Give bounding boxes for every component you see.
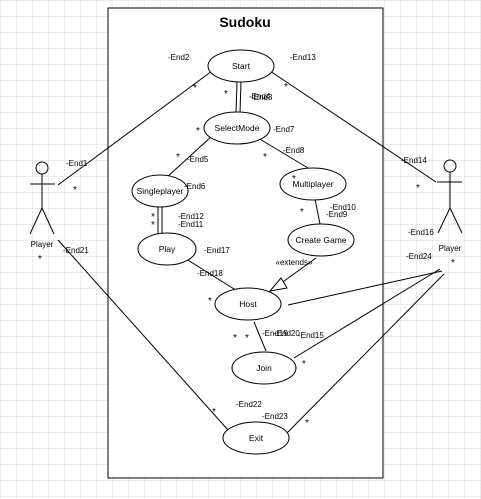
actor-label-left: Player	[31, 240, 54, 249]
actor-head	[443, 159, 457, 173]
end-label: -End3	[251, 93, 273, 102]
end-label: -End1	[66, 159, 88, 168]
multiplicity: *	[212, 407, 216, 418]
multiplicity: *	[193, 83, 197, 94]
actor-player-right[interactable]	[437, 159, 463, 234]
end-label: -End22	[236, 400, 262, 409]
use-case-host[interactable]: Host	[214, 287, 282, 321]
multiplicity: *	[208, 296, 212, 307]
line-start-selectmode-a	[235, 81, 238, 114]
end-label: -End7	[273, 125, 295, 134]
multiplicity: *	[196, 126, 200, 137]
line-host-join	[253, 321, 267, 352]
use-case-start[interactable]: Start	[207, 49, 275, 83]
multiplicity: *	[292, 174, 296, 185]
multiplicity: *	[451, 258, 455, 269]
end-label: -End19	[262, 329, 288, 338]
use-case-multiplayer[interactable]: Multiplayer	[279, 167, 347, 201]
multiplicity: *	[233, 333, 237, 344]
end-label: -End20	[274, 329, 300, 338]
multiplicity: *	[302, 359, 306, 370]
multiplicity: *	[245, 333, 249, 344]
end-label: -End15	[298, 331, 324, 340]
use-case-create-game[interactable]: Create Game	[287, 223, 355, 257]
use-case-exit[interactable]: Exit	[222, 421, 290, 455]
multiplicity: *	[300, 207, 304, 218]
multiplicity: *	[263, 152, 267, 163]
use-case-select-mode[interactable]: SelectMode	[203, 111, 271, 145]
use-case-label: Join	[256, 363, 272, 373]
extends-dependency[interactable]: «extends»	[268, 257, 317, 292]
end-label: -End10	[330, 203, 356, 212]
multiplicity: *	[176, 152, 180, 163]
end-label: -End21	[63, 246, 89, 255]
end-label: -End23	[262, 412, 288, 421]
multiplicity: *	[305, 418, 309, 429]
line-player-start	[57, 70, 213, 186]
multiplicity: *	[73, 185, 77, 196]
actor-head	[35, 161, 49, 175]
use-case-singleplayer[interactable]: Singleplayer	[131, 174, 189, 208]
end-label: -End8	[283, 146, 305, 155]
association-lines	[57, 70, 445, 434]
end-label: -End24	[406, 252, 432, 261]
multiplicity: *	[284, 82, 288, 93]
use-case-label: Play	[159, 244, 176, 254]
end-label: -End2	[168, 53, 190, 62]
end-label: -End6	[184, 182, 206, 191]
end-label: -End11	[178, 220, 204, 229]
use-case-label: Singleplayer	[137, 186, 184, 196]
line-start-player-right	[269, 70, 437, 183]
end-label: -End12	[178, 212, 204, 221]
use-case-label: Multiplayer	[292, 179, 333, 189]
extends-arrowhead	[268, 277, 288, 292]
line-join-player-right	[293, 268, 441, 359]
end-label: -End14	[401, 156, 427, 165]
end-label: -End9	[326, 210, 348, 219]
use-case-label: Create Game	[295, 235, 346, 245]
multiplicity: *	[151, 220, 155, 231]
use-case-play[interactable]: Play	[137, 232, 197, 266]
multiplicity-markers: * * * * * * * * * * * * * * * * * * * *	[38, 82, 455, 429]
line-player-exit	[57, 239, 229, 431]
system-title: Sudoku	[219, 14, 270, 30]
extends-label: «extends»	[276, 258, 313, 267]
use-case-label: Host	[239, 299, 257, 309]
multiplicity: *	[151, 212, 155, 223]
end-label: -End5	[187, 155, 209, 164]
line-selectmode-singleplayer	[165, 135, 213, 179]
end-label: -End13	[290, 53, 316, 62]
use-case-join[interactable]: Join	[231, 351, 297, 385]
line-start-selectmode-b	[239, 81, 242, 114]
end-label: -End18	[197, 269, 223, 278]
end-label: -End17	[204, 246, 230, 255]
use-case-label: SelectMode	[215, 123, 260, 133]
end-label: -End16	[408, 228, 434, 237]
use-case-label: Exit	[249, 433, 264, 443]
actor-player-left[interactable]	[29, 161, 55, 235]
end-label: -End4	[249, 92, 271, 101]
actor-label-right: Player	[439, 244, 462, 253]
multiplicity: *	[224, 89, 228, 100]
line-selectmode-multiplayer	[257, 137, 309, 169]
multiplicity: *	[38, 254, 42, 265]
use-case-label: Start	[232, 61, 251, 71]
line-exit-player-right	[286, 273, 445, 434]
line-multiplayer-creategame	[314, 198, 321, 225]
line-host-player-right	[287, 270, 443, 306]
multiplicity: *	[416, 183, 420, 194]
end-labels: -End2 -End13 -End4 -End3 -End7 -End8 -En…	[63, 53, 434, 421]
line-play-host	[182, 256, 243, 295]
